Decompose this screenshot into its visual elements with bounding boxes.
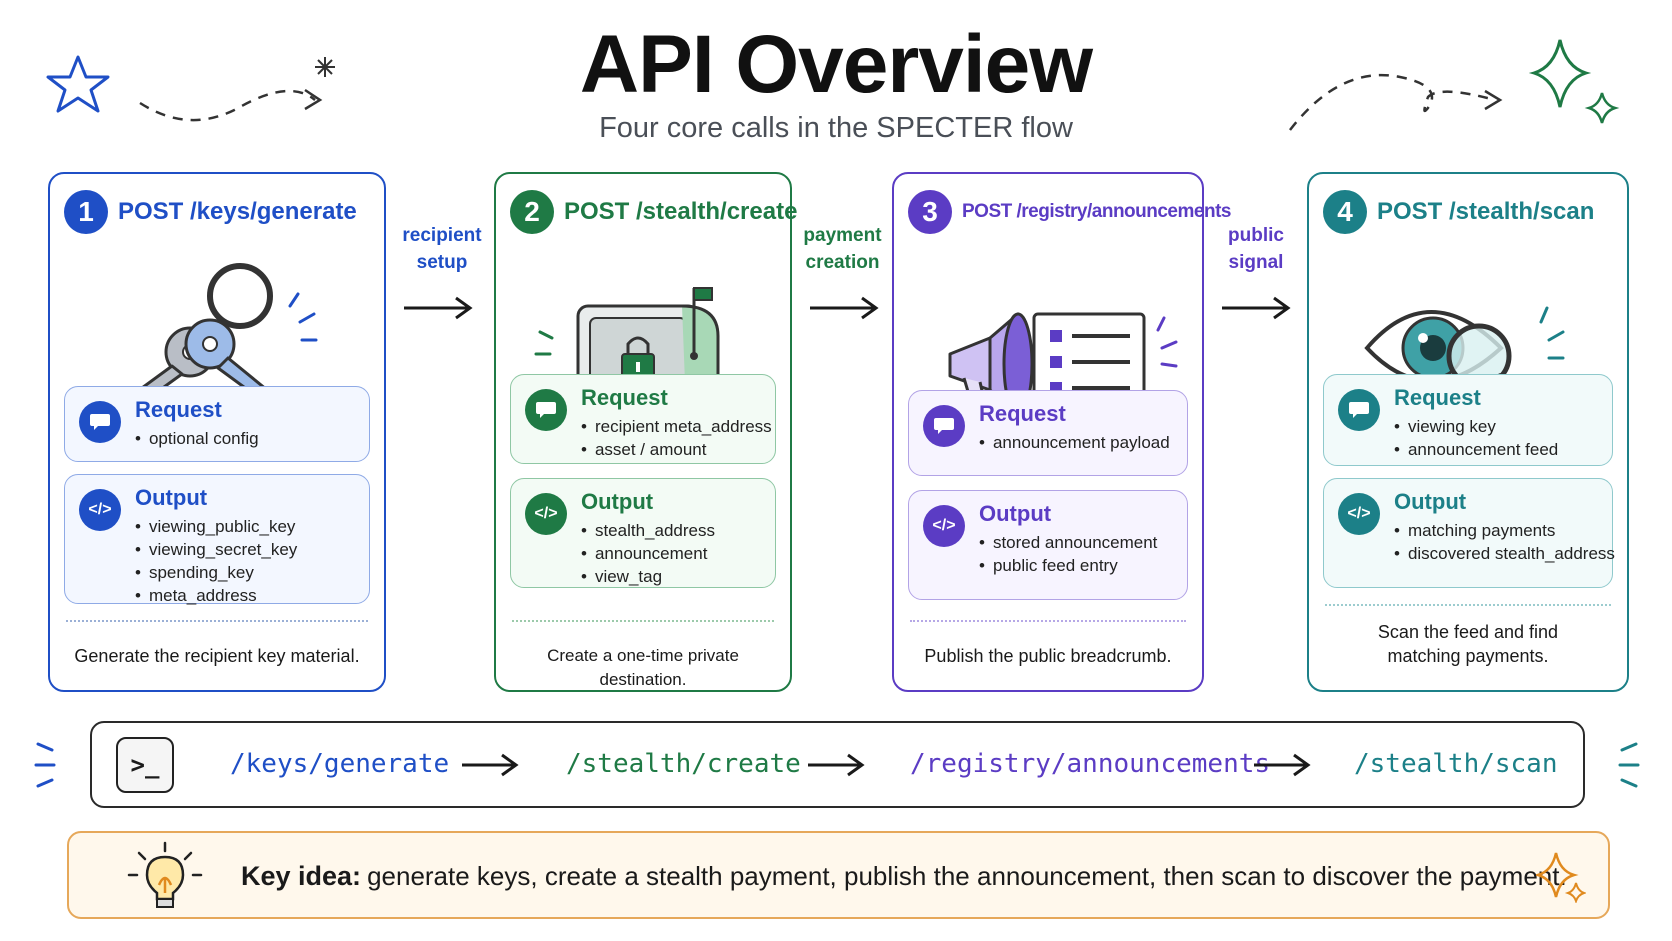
output-heading: Output	[581, 489, 654, 514]
endpoint-label: POST /stealth/create	[564, 198, 798, 225]
chat-bubble-icon	[525, 389, 567, 431]
request-heading: Request	[979, 401, 1066, 426]
request-item: announcement feed	[1394, 438, 1602, 461]
code-icon: </>	[1338, 493, 1380, 535]
code-icon: </>	[923, 505, 965, 547]
arrow-right-icon	[404, 296, 473, 320]
arrow-right-icon	[1222, 296, 1291, 320]
step-caption: Create a one-time private destination.	[547, 646, 739, 689]
output-heading: Output	[1394, 489, 1467, 514]
output-box: </> Output stealth_address announcement …	[510, 478, 776, 588]
output-item: discovered stealth_address	[1394, 542, 1615, 565]
transition-label: payment creation	[803, 225, 882, 273]
arrow-right-icon	[462, 753, 519, 777]
request-heading: Request	[135, 397, 222, 422]
step-number-badge: 4	[1323, 190, 1367, 234]
output-item: meta_address	[135, 584, 359, 607]
output-item: viewing_secret_key	[135, 538, 359, 561]
right-spark-lines-icon	[1618, 742, 1640, 788]
code-icon: </>	[79, 489, 121, 531]
request-item: asset / amount	[581, 438, 765, 461]
sparkle-icon	[1536, 852, 1586, 903]
request-box: Request viewing key announcement feed	[1323, 374, 1613, 466]
lightbulb-icon	[127, 841, 203, 908]
flow-path-registry-announcements: /registry/announcements	[910, 749, 1271, 779]
page-subtitle: Four core calls in the SPECTER flow	[599, 112, 1073, 144]
step-caption: Scan the feed and find matching payments…	[1377, 622, 1559, 666]
endpoint-label: POST /stealth/scan	[1377, 198, 1595, 225]
star-doodle-icon	[46, 55, 335, 122]
page-title: API Overview	[579, 19, 1093, 110]
output-heading: Output	[135, 485, 208, 510]
step-card-stealth-create: 2 POST /stealth/create Request recipient…	[494, 172, 797, 692]
request-heading: Request	[581, 385, 668, 410]
step-card-stealth-scan: 4 POST /stealth/scan Request viewing key…	[1307, 172, 1629, 692]
request-item: viewing key	[1394, 415, 1602, 438]
step-number-badge: 2	[510, 190, 554, 234]
chat-bubble-icon	[1338, 389, 1380, 431]
request-box: Request recipient meta_address asset / a…	[510, 374, 776, 464]
arrow-right-icon	[1254, 753, 1311, 777]
flow-path-keys-generate: /keys/generate	[230, 749, 450, 779]
output-item: viewing_public_key	[135, 515, 359, 538]
endpoint-flow-bar: >_ /keys/generate /stealth/create /regis…	[90, 721, 1585, 808]
step-header: 1 POST /keys/generate	[64, 190, 357, 234]
request-item: recipient meta_address	[581, 415, 772, 438]
flow-path-stealth-create: /stealth/create	[566, 749, 801, 779]
divider	[512, 620, 774, 622]
arrow-right-icon	[810, 296, 879, 320]
output-item: public feed entry	[979, 554, 1177, 577]
step-card-keys-generate: 1 POST /keys/generate Request optional c…	[48, 172, 386, 692]
step-header: 4 POST /stealth/scan	[1323, 190, 1594, 234]
key-idea-banner: Key idea:generate keys, create a stealth…	[67, 831, 1610, 919]
key-idea-text: Key idea:generate keys, create a stealth…	[241, 861, 1567, 891]
output-box: </> Output stored announcement public fe…	[908, 490, 1188, 600]
request-heading: Request	[1394, 385, 1481, 410]
flow-path-stealth-scan: /stealth/scan	[1354, 749, 1558, 779]
output-item: stealth_address	[581, 519, 765, 542]
transition-label: public signal	[1228, 225, 1284, 273]
request-box: Request announcement payload	[908, 390, 1188, 476]
step-header: 3 POST /registry/announcements	[908, 190, 1231, 234]
step-caption: Publish the public breadcrumb.	[924, 646, 1172, 666]
output-heading: Output	[979, 501, 1052, 526]
chat-bubble-icon	[79, 401, 121, 443]
output-item: stored announcement	[979, 531, 1177, 554]
step-number-badge: 1	[64, 190, 108, 234]
output-box: </> Output viewing_public_key viewing_se…	[64, 474, 370, 607]
transition-label: recipient setup	[402, 225, 482, 273]
sparkle-doodle-icon	[1289, 39, 1620, 131]
divider	[66, 620, 368, 622]
key-idea-label: Key idea:	[241, 861, 362, 891]
output-item: matching payments	[1394, 519, 1602, 542]
endpoint-label: POST /keys/generate	[118, 198, 357, 225]
chat-bubble-icon	[923, 405, 965, 447]
output-box: </> Output matching payments discovered …	[1323, 478, 1615, 588]
request-box: Request optional config	[64, 386, 370, 462]
output-item: spending_key	[135, 561, 359, 584]
request-item: optional config	[135, 427, 359, 450]
divider	[910, 620, 1186, 622]
output-item: view_tag	[581, 565, 765, 588]
terminal-icon: >_	[116, 737, 174, 793]
step-header: 2 POST /stealth/create	[510, 190, 797, 234]
endpoint-label: POST /registry/announcements	[962, 201, 1231, 222]
arrow-right-icon	[808, 753, 865, 777]
left-spark-lines-icon	[34, 742, 56, 788]
step-number-badge: 3	[908, 190, 952, 234]
output-item: announcement	[581, 542, 765, 565]
divider	[1325, 604, 1611, 606]
step-card-registry-announcements: 3 POST /registry/announcements Request a…	[892, 172, 1231, 692]
request-item: announcement payload	[979, 431, 1177, 454]
code-icon: </>	[525, 493, 567, 535]
step-caption: Generate the recipient key material.	[74, 646, 360, 666]
